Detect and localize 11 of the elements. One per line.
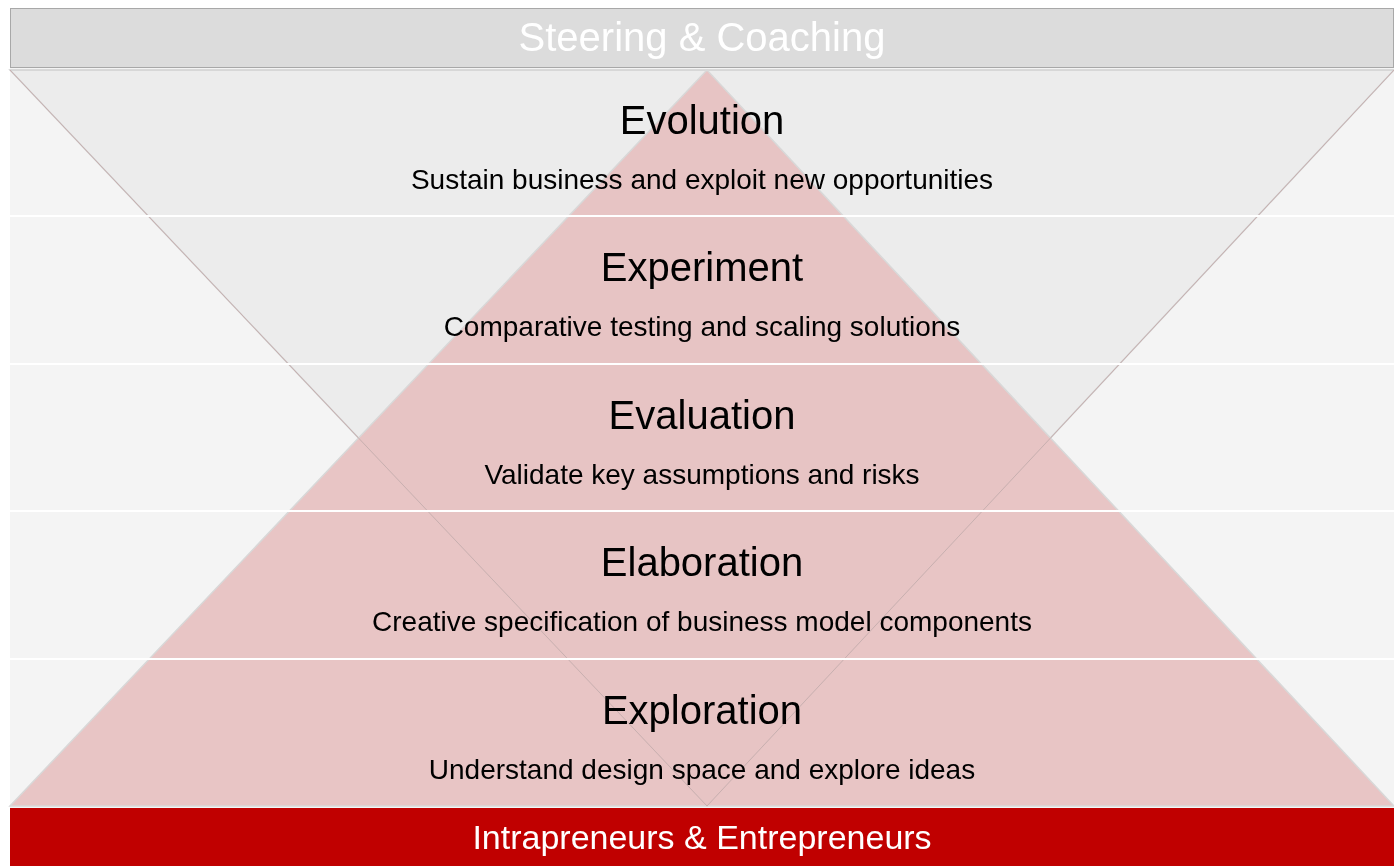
stage-description: Sustain business and exploit new opportunities [410, 164, 994, 196]
stage-description: Validate key assumptions and risks [484, 459, 920, 491]
footer-bar: Intrapreneurs & Entrepreneurs [10, 808, 1394, 866]
stage-title: Exploration [601, 688, 803, 733]
stage-title: Evolution [619, 98, 785, 143]
stage-title: Evaluation [608, 393, 796, 438]
stage-description: Understand design space and explore ideas [428, 754, 976, 786]
stage-description: Comparative testing and scaling solutions [443, 311, 961, 343]
stage-title: Elaboration [600, 540, 804, 585]
stage-description: Creative specification of business model components [372, 606, 1032, 638]
stage-title: Experiment [600, 245, 804, 290]
